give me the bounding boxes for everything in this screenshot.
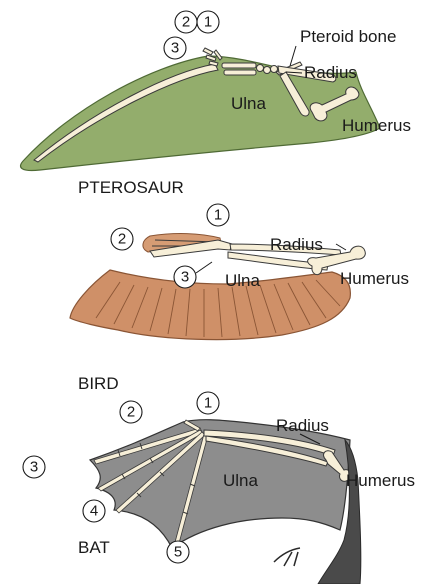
bird-label-radius: Radius — [270, 235, 323, 254]
bat-wing — [90, 420, 361, 584]
svg-text:1: 1 — [204, 395, 212, 412]
bird-digit-3-marker: 3 — [174, 266, 196, 288]
pterosaur-label-ulna: Ulna — [231, 94, 267, 113]
bat-digit-3-marker: 3 — [23, 456, 45, 478]
pterosaur-digit-2-marker: 2 — [175, 11, 197, 33]
svg-text:2: 2 — [118, 231, 126, 248]
pterosaur-digit-3-marker: 3 — [164, 37, 186, 59]
bat-digit-5-marker: 5 — [167, 541, 189, 563]
bird-digit-3-leader — [196, 262, 212, 273]
bat-digit-2-marker: 2 — [120, 401, 142, 423]
bat-label-ulna: Ulna — [223, 471, 259, 490]
svg-text:5: 5 — [174, 544, 182, 561]
bird-label-ulna: Ulna — [225, 271, 261, 290]
svg-text:3: 3 — [181, 269, 189, 286]
pterosaur-title: PTEROSAUR — [78, 178, 184, 197]
svg-text:3: 3 — [171, 40, 179, 57]
bat-title: BAT — [78, 538, 110, 557]
svg-text:3: 3 — [30, 459, 38, 476]
pterosaur-label-humerus: Humerus — [342, 116, 411, 135]
pterosaur-label-pteroid: Pteroid bone — [300, 27, 396, 46]
bird-digit-1-marker: 1 — [207, 204, 229, 226]
pterosaur-label-radius: Radius — [304, 63, 357, 82]
bird-digit-2-marker: 2 — [111, 228, 133, 250]
svg-text:2: 2 — [182, 14, 190, 31]
bird-title: BIRD — [78, 374, 119, 393]
pterosaur-digit-1-marker: 1 — [197, 11, 219, 33]
bat-label-humerus: Humerus — [346, 471, 415, 490]
bat-label-radius: Radius — [276, 416, 329, 435]
bird-label-humerus: Humerus — [340, 269, 409, 288]
pteroid-leader — [290, 46, 296, 66]
svg-text:2: 2 — [127, 404, 135, 421]
bat-digit-4-marker: 4 — [83, 500, 105, 522]
svg-text:4: 4 — [90, 503, 98, 520]
bat-foot — [274, 548, 300, 566]
svg-text:1: 1 — [204, 14, 212, 31]
svg-text:1: 1 — [214, 207, 222, 224]
bat-digit-1-marker: 1 — [197, 392, 219, 414]
bird-feathers — [70, 270, 350, 340]
bird-radius-leader — [336, 244, 346, 250]
